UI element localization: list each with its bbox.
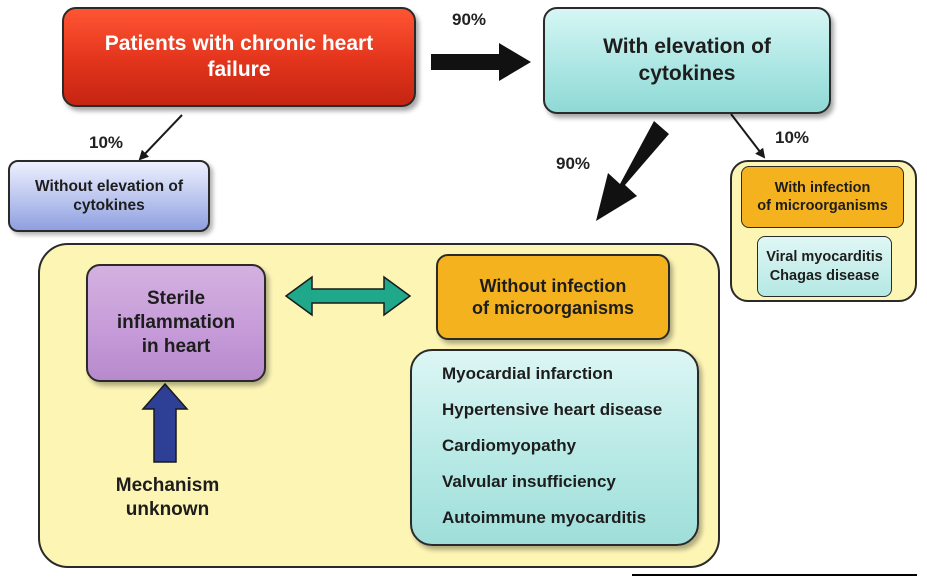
sterile-line-3: in heart xyxy=(141,335,211,357)
elevation-line-2: cytokines xyxy=(638,61,736,85)
percent-chf-to-elevation: 90% xyxy=(452,10,487,29)
sterile-line-2: inflammation xyxy=(116,312,236,334)
with-infection-box: With infection of microorganisms xyxy=(741,166,904,228)
elevation-line-1: With elevation of xyxy=(603,35,771,59)
chf-line-1: Patients with chronic heart xyxy=(104,31,374,55)
viral-line-2: Chagas disease xyxy=(769,267,880,284)
arrow-elevation-to-sterile xyxy=(596,121,669,221)
percent-elevation-to-sterile: 90% xyxy=(556,154,591,173)
with-infection-line-1: With infection xyxy=(774,179,871,196)
disease-list-box: Myocardial infarction Hypertensive heart… xyxy=(410,349,699,546)
mechanism-line-1: Mechanism xyxy=(115,475,220,497)
disease-item: Cardiomyopathy xyxy=(442,435,577,455)
no-elevation-line-2: cytokines xyxy=(73,197,145,214)
percent-chf-to-no-elevation: 10% xyxy=(89,133,124,152)
mechanism-line-2: unknown xyxy=(125,499,210,520)
without-elevation-box: Without elevation of cytokines xyxy=(8,160,210,232)
sterile-line-1: Sterile xyxy=(146,288,206,310)
no-elevation-line-1: Without elevation of xyxy=(35,177,183,195)
without-infection-box: Without infection of microorganisms xyxy=(436,254,670,340)
elevation-of-cytokines-box: With elevation of cytokines xyxy=(543,7,831,114)
disease-item: Autoimmune myocarditis xyxy=(442,507,647,527)
chf-line-2: failure xyxy=(207,58,271,81)
viral-line-1: Viral myocarditis xyxy=(766,249,883,266)
sterile-inflammation-box: Sterile inflammation in heart xyxy=(86,264,266,382)
chronic-heart-failure-box: Patients with chronic heart failure xyxy=(62,7,416,107)
bottom-rule xyxy=(632,574,917,576)
arrow-elevation-to-infection xyxy=(730,113,766,159)
viral-conditions-box: Viral myocarditis Chagas disease xyxy=(757,236,892,297)
disease-item: Hypertensive heart disease xyxy=(442,399,663,419)
without-infection-line-1: Without infection xyxy=(479,275,627,296)
disease-item: Valvular insufficiency xyxy=(442,471,616,491)
without-infection-line-2: of microorganisms xyxy=(471,298,635,318)
double-arrow-icon xyxy=(284,275,412,317)
mechanism-unknown-label: Mechanism unknown xyxy=(90,470,245,526)
arrow-chf-to-elevation xyxy=(431,43,531,81)
arrow-chf-to-no-elevation xyxy=(138,114,183,161)
percent-elevation-to-infection: 10% xyxy=(775,128,810,147)
disease-item: Myocardial infarction xyxy=(442,364,613,383)
up-arrow-icon xyxy=(141,382,189,463)
with-infection-line-2: of microorganisms xyxy=(757,198,888,214)
